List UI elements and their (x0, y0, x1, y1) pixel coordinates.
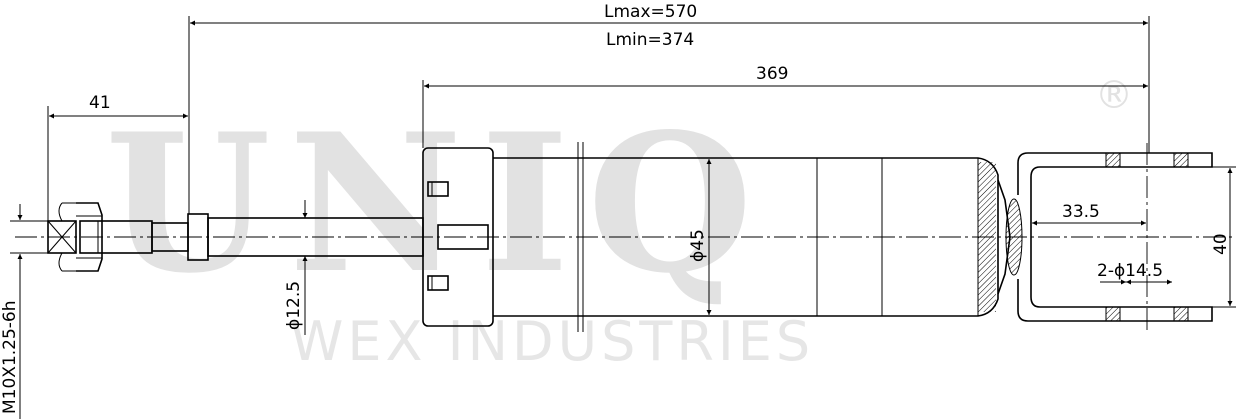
dim-body-length: 369 (756, 64, 788, 84)
fork-end (997, 143, 1213, 331)
dim-thread: M10X1.25-6h (0, 300, 20, 414)
watermark: UNIQ ® WEX INDUSTRIES (105, 73, 1133, 373)
watermark-registered-mark: ® (1095, 73, 1133, 117)
dim-stud-length: 41 (89, 93, 111, 113)
watermark-company: WEX INDUSTRIES (290, 310, 814, 373)
dim-length-max: Lmax=570 (604, 2, 697, 22)
watermark-brand: UNIQ (105, 92, 771, 315)
dim-fork-offset: 33.5 (1062, 202, 1100, 222)
cylinder-body (422, 142, 999, 332)
dim-length-min: Lmin=374 (606, 30, 694, 50)
dim-body-diameter: ϕ45 (688, 229, 708, 262)
dim-rod-diameter: ϕ12.5 (284, 281, 304, 330)
dim-fork-holes: 2-ϕ14.5 (1097, 261, 1163, 281)
dim-fork-width: 40 (1211, 233, 1231, 255)
dimension-lines (10, 16, 1236, 419)
